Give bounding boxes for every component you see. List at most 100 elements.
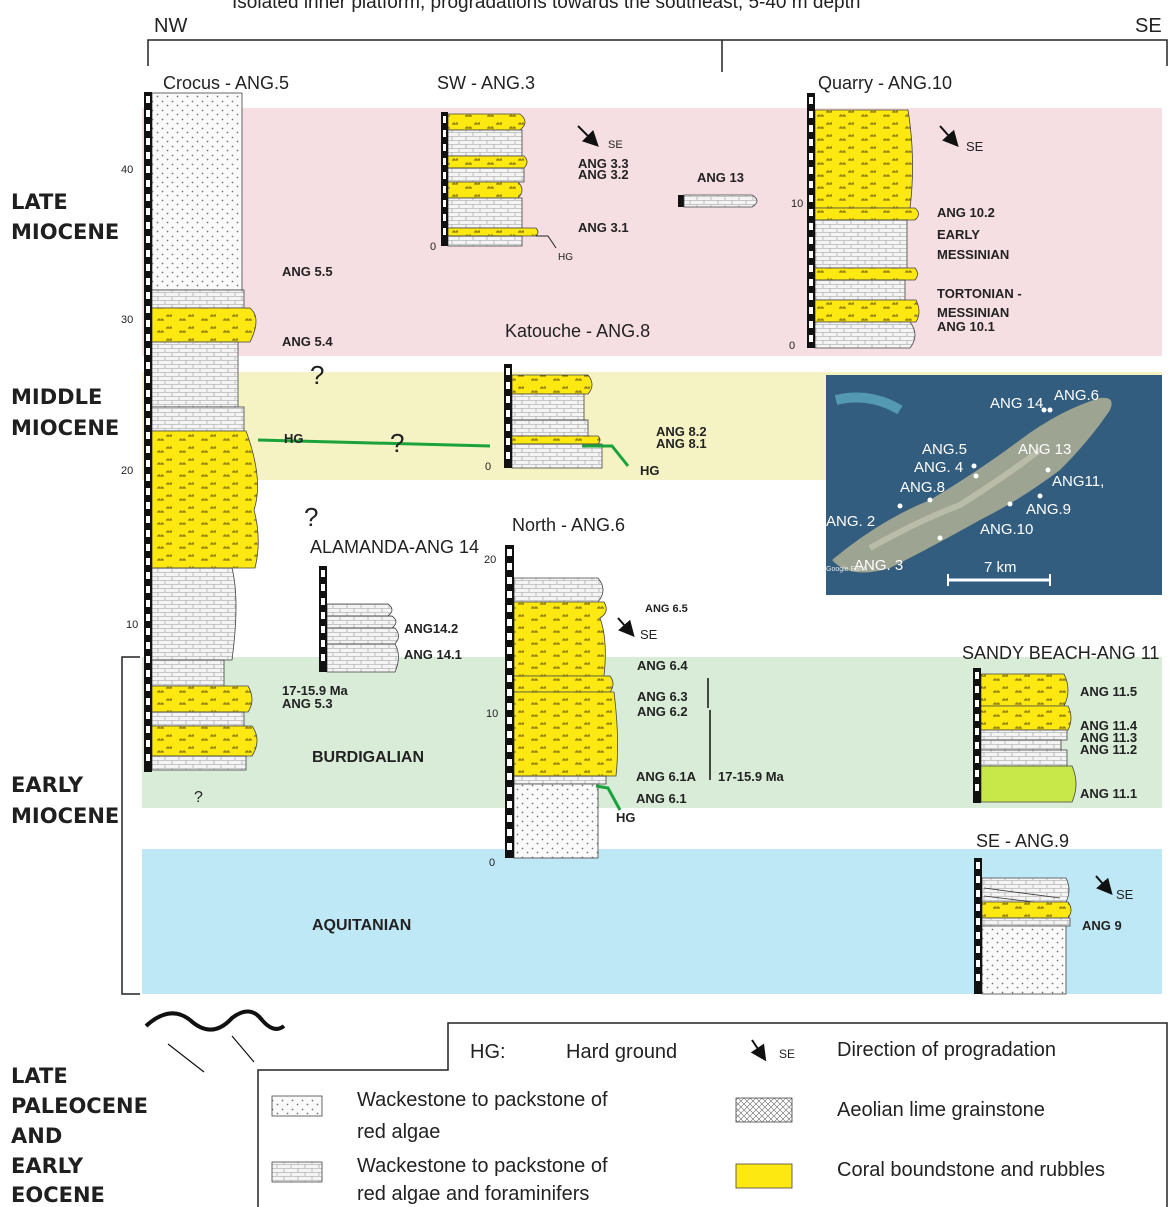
- scale-bar-tick: [976, 876, 980, 883]
- scale-bar-tick: [976, 946, 980, 953]
- crocus-unit-5-3: ANG 5.3: [282, 696, 333, 711]
- question-mark-1: ?: [310, 360, 325, 390]
- crocus-age: 17-15.9 Ma: [282, 683, 348, 698]
- legend-hg-value: Hard ground: [566, 1041, 678, 1063]
- scale-bar-tick: [506, 438, 510, 445]
- map-label-ang6: ANG.6: [1054, 387, 1100, 404]
- scale-bar-tick: [507, 577, 512, 584]
- crocus-scale-30: 30: [121, 314, 134, 326]
- scale-bar-tick: [146, 306, 150, 313]
- scale-bar-tick: [809, 223, 813, 230]
- crocus-unit-5-4: ANG 5.4: [282, 334, 333, 349]
- scale-bar-tick: [975, 700, 979, 707]
- scale-bar-tick: [976, 918, 980, 925]
- scale-bar-tick: [443, 228, 446, 235]
- sw-unit-3-3: ANG 3.3: [578, 156, 629, 171]
- scale-bar-tick: [809, 237, 813, 244]
- sandy-unit-11-2: ANG 11.2: [1080, 742, 1138, 757]
- scale-bar-tick: [443, 158, 446, 165]
- quarry-unit-10-1: ANG 10.1: [937, 319, 995, 334]
- question-mark-4: ?: [194, 789, 203, 806]
- alamanda-unit-14-1: ANG 14.1: [404, 647, 462, 662]
- crocus-scale-20: 20: [121, 465, 134, 477]
- quarry-scale-10: 10: [791, 198, 804, 210]
- se9-progradation-arrow: [1095, 875, 1113, 896]
- scale-bar-tick: [507, 591, 512, 598]
- scale-bar-tick: [146, 348, 150, 355]
- legend-direction-arrow: [750, 1039, 767, 1062]
- scale-bar-tick: [146, 138, 150, 145]
- sw-unit-3-2: ANG 3.2: [578, 167, 629, 182]
- scale-bar-tick: [507, 829, 512, 836]
- katouche-unit-8-1: ANG 8.1: [656, 436, 707, 451]
- scale-bar-tick: [146, 320, 150, 327]
- scale-bar-tick: [507, 787, 512, 794]
- scale-bar-tick: [975, 756, 979, 763]
- scale-bar-tick: [975, 728, 979, 735]
- map-scale-label: 7 km: [984, 559, 1017, 576]
- map-label-ang4: ANG. 4: [914, 459, 964, 476]
- scale-bar-tick: [321, 584, 325, 591]
- legend-item-3: Aeolian lime grainstone: [837, 1099, 1045, 1121]
- sw-hg-line: [536, 235, 557, 249]
- scale-bar-tick: [975, 686, 979, 693]
- quarry-log: [814, 109, 920, 349]
- scale-bar-tick: [443, 186, 446, 193]
- se9-log: [981, 877, 1072, 995]
- scale-bar-tick: [146, 600, 150, 607]
- sandy-unit-11-1: ANG 11.1: [1080, 786, 1138, 801]
- legend-frame: [257, 1022, 1168, 1207]
- north-unit-6-1a: ANG 6.1A: [636, 769, 696, 784]
- scale-bar-tick: [443, 172, 446, 179]
- scale-bar-tick: [976, 862, 980, 869]
- scale-bar-tick: [321, 640, 325, 647]
- scale-bar-tick: [507, 633, 512, 640]
- scale-bar-tick: [146, 740, 150, 747]
- se-direction-label: SE: [1135, 15, 1162, 37]
- map-inset: [826, 375, 1162, 595]
- stage-early-messinian-2: MESSINIAN: [937, 247, 1010, 262]
- north-unit-6-3: ANG 6.3: [637, 689, 688, 704]
- scale-bar-tick: [809, 125, 813, 132]
- scale-bar-tick: [809, 181, 813, 188]
- sandy-unit-11-4: ANG 11.4: [1080, 718, 1138, 733]
- scale-bar-tick: [976, 890, 980, 897]
- scale-bar-tick: [146, 726, 150, 733]
- scale-bar-tick: [146, 586, 150, 593]
- scale-bar-tick: [146, 418, 150, 425]
- north-scale-20: 20: [484, 554, 497, 566]
- scale-bar-tick: [146, 474, 150, 481]
- scale-bar-tick: [146, 670, 150, 677]
- quarry-unit-10-2: ANG 10.2: [937, 205, 995, 220]
- scale-bar-tick: [507, 717, 512, 724]
- band-late-miocene: [142, 108, 1162, 356]
- scale-bar-tick: [146, 684, 150, 691]
- sw-dir-label: SE: [608, 139, 623, 151]
- scale-bar-tick: [506, 382, 510, 389]
- legend-item-1-line1: Wackestone to packstone of: [357, 1089, 608, 1111]
- scale-bar-tick: [975, 742, 979, 749]
- question-mark-3: ?: [304, 502, 319, 532]
- legend-swatch-red-algae: [271, 1095, 323, 1117]
- scale-bar-tick: [809, 195, 813, 202]
- legend-item-2-line2: red algae and foraminifers: [357, 1183, 590, 1205]
- scale-bar-tick: [507, 731, 512, 738]
- scale-bar-tick: [146, 754, 150, 761]
- sw-log: [447, 113, 539, 247]
- scale-bar-tick: [146, 502, 150, 509]
- katouche-hg-line: [582, 444, 630, 467]
- scale-bar-tick: [146, 250, 150, 257]
- alamanda-title: ALAMANDA-ANG 14: [310, 537, 480, 557]
- nw-direction-label: NW: [154, 15, 188, 37]
- se9-unit-9: ANG 9: [1082, 918, 1122, 933]
- scale-bar-tick: [321, 598, 325, 605]
- scale-bar-tick: [146, 404, 150, 411]
- north-unit-6-4: ANG 6.4: [637, 658, 688, 673]
- epoch-late-miocene-1: LATE: [11, 190, 68, 214]
- epoch-early-miocene-1: EARLY: [11, 773, 84, 797]
- map-label-ang13: ANG 13: [1018, 441, 1072, 458]
- sw-title: SW - ANG.3: [437, 73, 536, 93]
- scale-bar-tick: [146, 712, 150, 719]
- map-label-ang10: ANG.10: [980, 521, 1034, 538]
